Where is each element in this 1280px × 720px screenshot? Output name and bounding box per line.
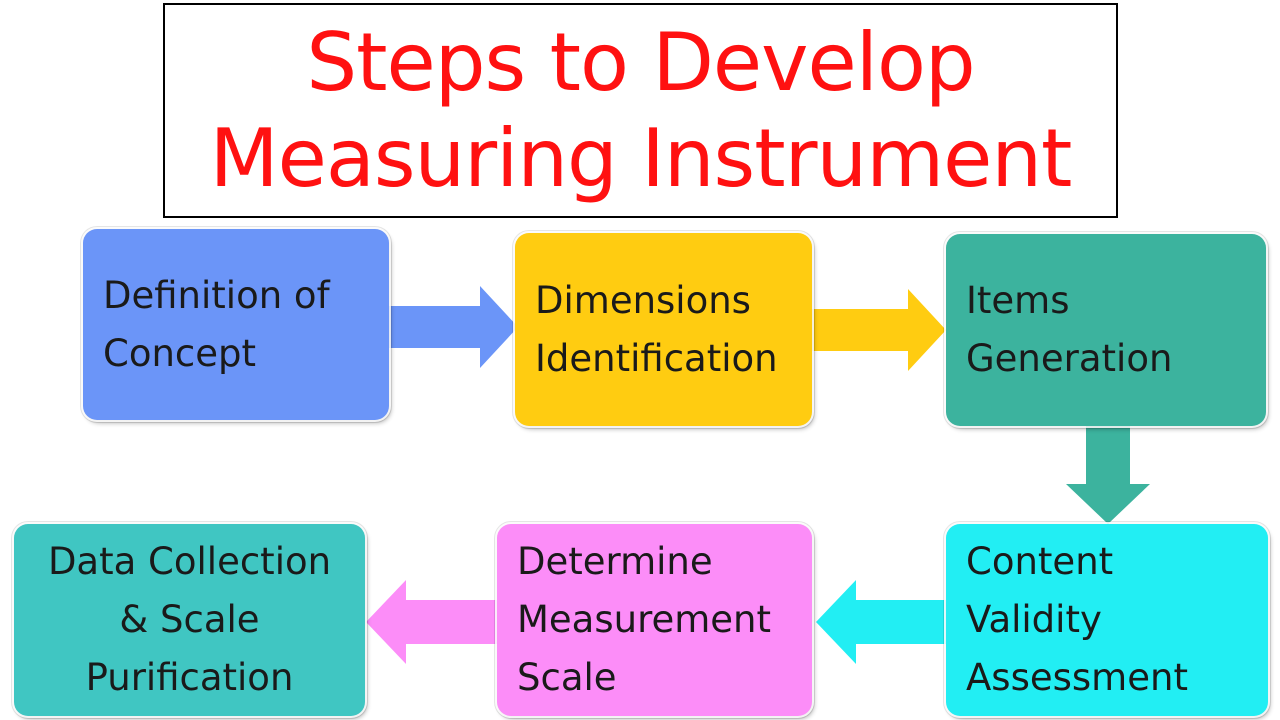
step-line: Identification	[535, 336, 778, 380]
step-content-validity-assessment: Content Validity Assessment	[946, 524, 1268, 716]
step-line: Definition of	[103, 273, 330, 317]
step-dimensions-identification: Dimensions Identification	[515, 233, 812, 426]
step-line: Purification	[85, 656, 294, 699]
arrow-determine-to-data	[364, 580, 504, 664]
step-line: & Scale	[119, 598, 260, 641]
step-line: Scale	[517, 656, 617, 699]
step-line: Dimensions	[535, 278, 751, 322]
step-line: Generation	[966, 337, 1173, 380]
title-box: Steps to Develop Measuring Instrument	[163, 3, 1118, 218]
step-items-generation: Items Generation	[946, 234, 1266, 426]
step-line: Concept	[103, 331, 257, 375]
arrow-dimensions-to-items	[808, 289, 948, 371]
step-line: Content	[966, 540, 1114, 583]
step-definition-of-concept: Definition of Concept	[83, 229, 389, 420]
step-determine-measurement-scale: Determine Measurement Scale	[497, 524, 812, 716]
arrow-items-to-content	[1066, 420, 1150, 526]
step-line: Items	[966, 279, 1070, 322]
step-line: Determine	[517, 540, 713, 583]
step-line: Validity	[966, 598, 1102, 641]
step-line: Measurement	[517, 598, 772, 641]
title-line-1: Steps to Develop	[306, 15, 975, 109]
arrow-concept-to-dimensions	[380, 286, 520, 368]
arrow-content-to-determine	[814, 580, 954, 664]
step-line: Assessment	[966, 656, 1188, 699]
step-line: Data Collection	[47, 540, 332, 583]
step-data-collection-scale-purification: Data Collection & Scale Purification	[14, 524, 365, 716]
title-line-2: Measuring Instrument	[209, 111, 1073, 205]
